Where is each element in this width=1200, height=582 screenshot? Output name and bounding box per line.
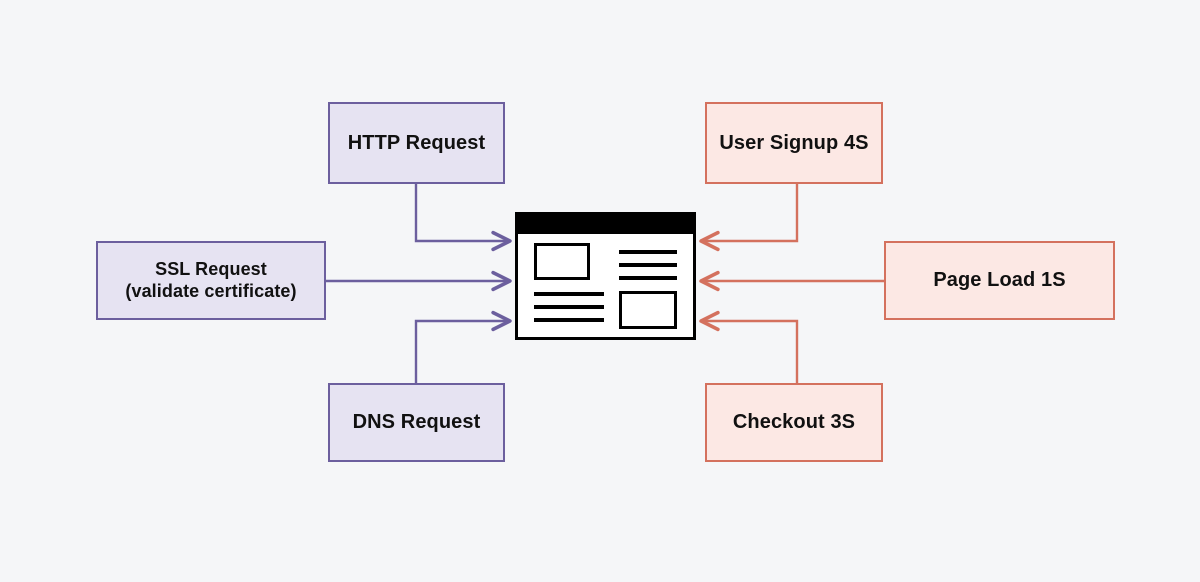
browser-text-line (619, 263, 677, 267)
edge-http-to-browser (414, 184, 512, 252)
edge-checkout-to-browser (699, 310, 799, 383)
node-ssl-request[interactable]: SSL Request (validate certificate) (96, 241, 326, 320)
node-user-signup[interactable]: User Signup 4S (705, 102, 883, 184)
node-ssl-request-label: SSL Request (validate certificate) (125, 258, 297, 301)
node-page-load[interactable]: Page Load 1S (884, 241, 1115, 320)
edge-dns-to-browser (414, 310, 512, 383)
node-dns-request[interactable]: DNS Request (328, 383, 505, 462)
browser-title-bar (518, 215, 693, 234)
browser-text-line (534, 318, 604, 322)
browser-window-icon (515, 212, 696, 340)
browser-image-block-top-left (534, 243, 590, 280)
browser-image-block-bottom-right (619, 291, 677, 329)
node-checkout-label: Checkout 3S (732, 411, 856, 434)
browser-text-line (619, 276, 677, 280)
node-page-load-label: Page Load 1S (933, 269, 1066, 292)
node-dns-request-label: DNS Request (352, 411, 481, 434)
edge-signup-to-browser (699, 184, 799, 252)
browser-text-line (534, 305, 604, 309)
node-http-request[interactable]: HTTP Request (328, 102, 505, 184)
browser-text-line (619, 250, 677, 254)
node-checkout[interactable]: Checkout 3S (705, 383, 883, 462)
node-user-signup-label: User Signup 4S (719, 131, 869, 154)
browser-text-line (534, 292, 604, 296)
node-http-request-label: HTTP Request (347, 131, 486, 154)
